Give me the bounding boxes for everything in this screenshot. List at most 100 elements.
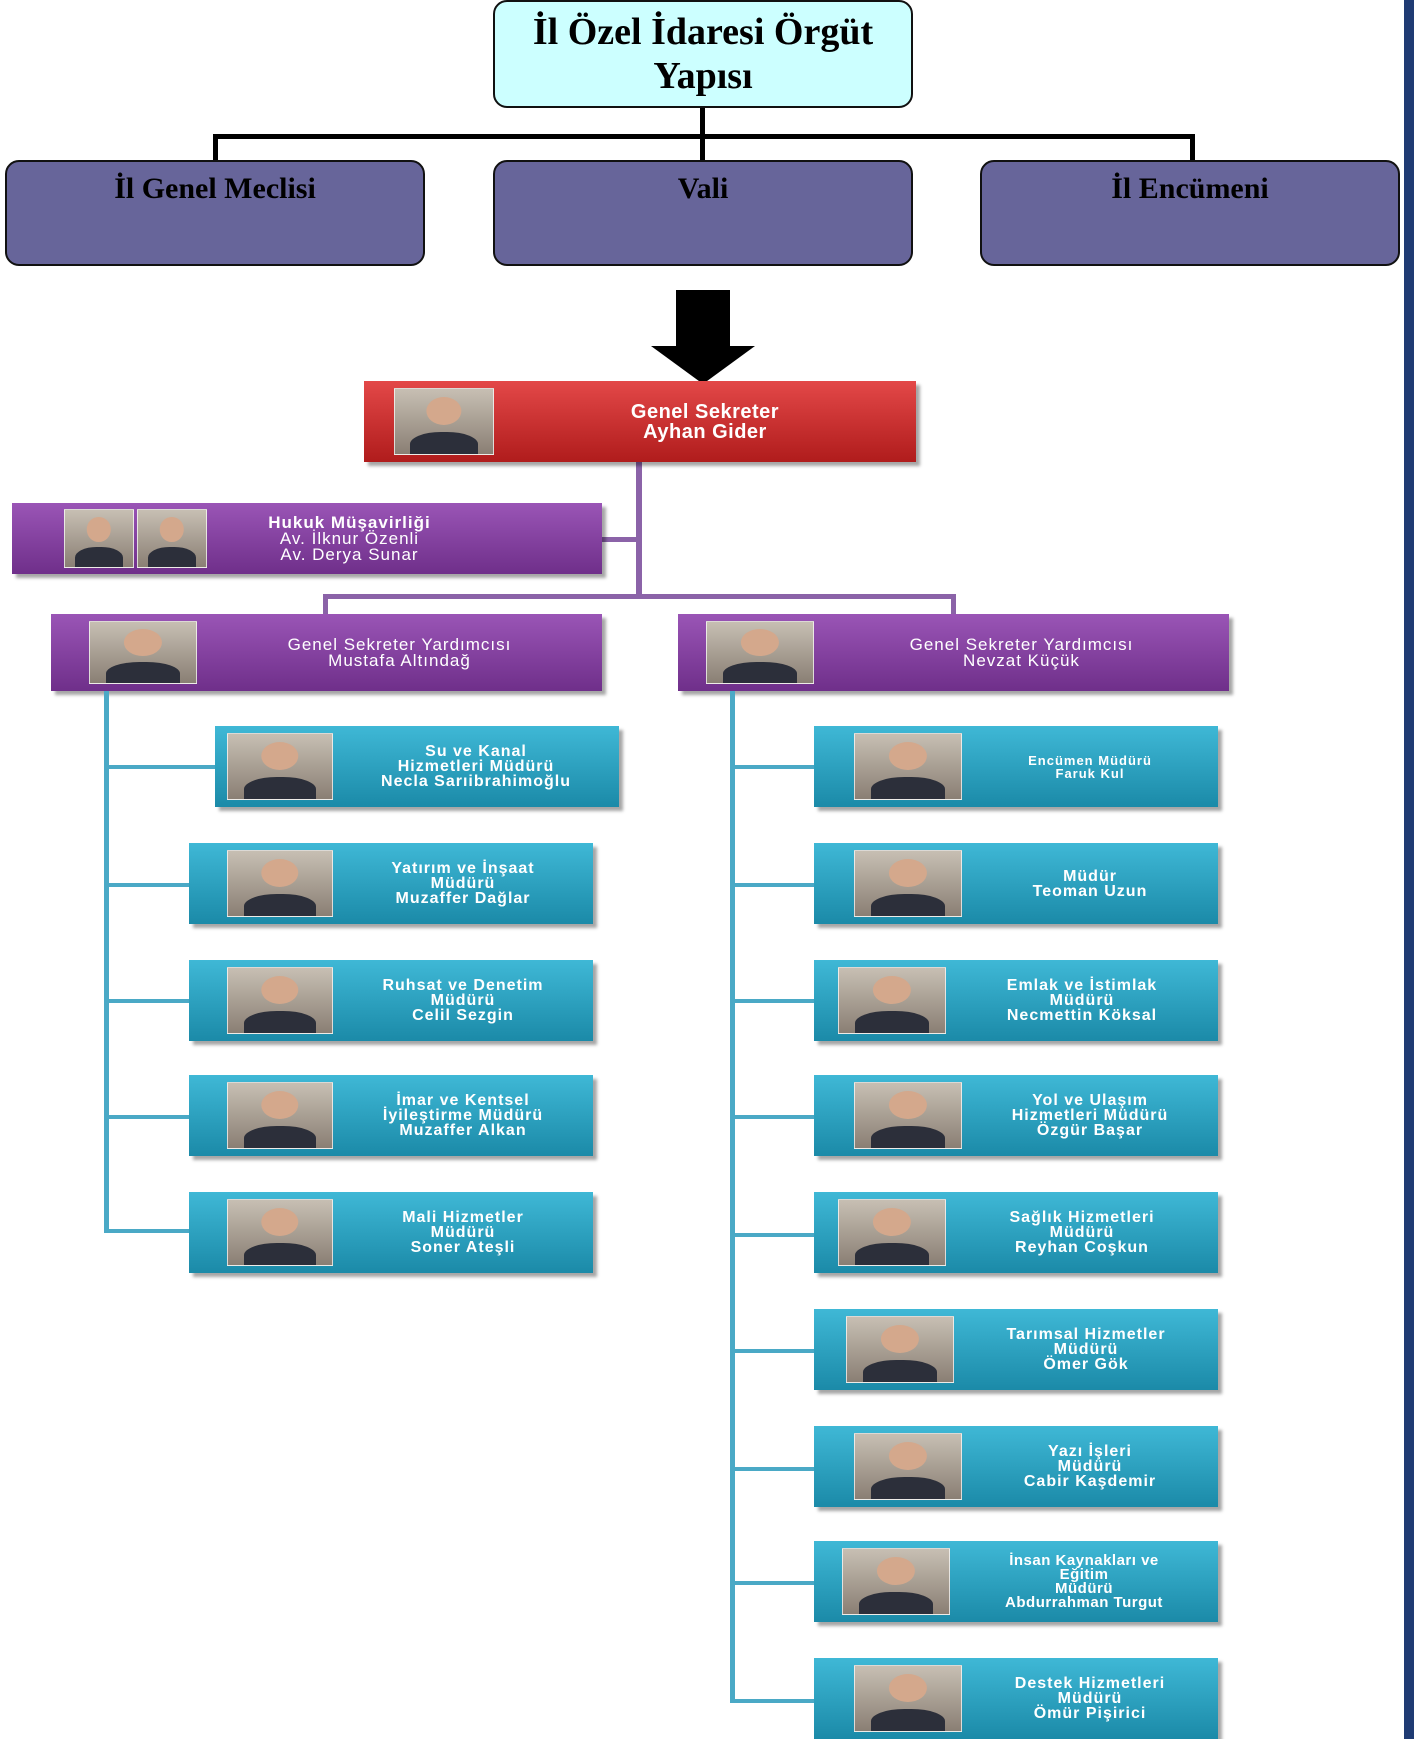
director-name: Reyhan Coşkun (1015, 1239, 1149, 1256)
director-name: Muzaffer Dağlar (395, 890, 531, 907)
chart-title-box: İl Özel İdaresi Örgüt Yapısı (493, 0, 913, 108)
avatar (227, 967, 333, 1034)
unit-label: İl Genel Meclisi (114, 172, 316, 205)
director-card: Destek Hizmetleri Müdürü Ömür Pişirici (814, 1658, 1218, 1739)
right-branch-stub-1 (730, 765, 814, 769)
right-branch-stub-2 (730, 883, 814, 887)
avatar (854, 1665, 962, 1732)
director-line: Hizmetleri Müdürü (1011, 1107, 1169, 1124)
director-line: Müdür (1063, 867, 1117, 885)
director-line: İmar ve Kentsel (396, 1092, 530, 1109)
director-line: Hizmetleri Müdürü (397, 758, 555, 775)
unit-label: Vali (677, 172, 729, 205)
left-branch-stub-2 (104, 883, 189, 887)
director-name: Necmettin Köksal (1006, 1007, 1158, 1024)
left-deputy-card: Genel Sekreter Yardımcısı Mustafa Altınd… (51, 614, 602, 691)
avatar (394, 388, 494, 455)
director-card: Yatırım ve İnşaat Müdürü Muzaffer Dağlar (189, 843, 593, 924)
chart-title-line2: Yapısı (653, 55, 753, 97)
secretary-trunk-line (636, 462, 642, 598)
genel-sekreter-card: Genel Sekreter Ayhan Gider (364, 381, 916, 462)
avatar (227, 1082, 333, 1149)
avatar (89, 620, 197, 685)
director-card: Su ve Kanal Hizmetleri Müdürü Necla Sarı… (215, 726, 619, 807)
page-border-right (1404, 0, 1414, 1739)
director-name: Faruk Kul (1055, 765, 1125, 781)
director-line: Müdürü (430, 992, 496, 1009)
director-name: Özgür Başar (1036, 1122, 1144, 1139)
director-line: Sağlık Hizmetleri (1009, 1209, 1155, 1226)
director-card: Müdür Teoman Uzun (814, 843, 1218, 924)
avatar (64, 509, 134, 568)
left-deputy-drop-line (323, 594, 328, 614)
director-line: Müdürü (430, 1224, 496, 1241)
avatar (706, 620, 814, 685)
director-line: Yatırım ve İnşaat (391, 860, 535, 877)
right-branch-stub-4 (730, 1115, 814, 1119)
director-card: Yazı İşleri Müdürü Cabir Kaşdemir (814, 1426, 1218, 1507)
top-connector-right-drop (1190, 134, 1195, 160)
right-branch-stub-8 (730, 1581, 814, 1585)
director-line: Müdürü (1049, 1224, 1115, 1241)
avatar (842, 1548, 950, 1615)
director-card: Ruhsat ve Denetim Müdürü Celil Sezgin (189, 960, 593, 1041)
director-line: İnsan Kaynakları ve (1009, 1551, 1159, 1569)
director-name: Muzaffer Alkan (399, 1122, 527, 1139)
avatar (846, 1316, 954, 1383)
avatar (838, 1199, 946, 1266)
avatar (227, 1199, 333, 1266)
director-line: Müdürü (430, 875, 496, 892)
unit-label: İl Encümeni (1111, 172, 1269, 205)
card-title: Genel Sekreter Yardımcısı (287, 634, 512, 654)
avatar (854, 1433, 962, 1500)
avatar (227, 733, 333, 800)
director-line: Emlak ve İstimlak (1006, 977, 1158, 994)
avatar (854, 850, 962, 917)
card-name: Ayhan Gider (643, 420, 767, 443)
left-branch-stub-4 (104, 1115, 189, 1119)
avatar (854, 733, 962, 800)
director-name: Ömür Pişirici (1033, 1705, 1147, 1722)
director-card: Yol ve Ulaşım Hizmetleri Müdürü Özgür Ba… (814, 1075, 1218, 1156)
right-branch-stub-3 (730, 999, 814, 1003)
director-name: Celil Sezgin (412, 1007, 514, 1024)
down-arrow-shaft (676, 290, 730, 346)
top-connector-horizontal (213, 134, 1195, 139)
right-deputy-drop-line (951, 594, 956, 614)
director-name: Soner Ateşli (410, 1239, 516, 1256)
director-card: Mali Hizmetler Müdürü Soner Ateşli (189, 1192, 593, 1273)
right-branch-vertical (730, 691, 735, 1703)
director-name: Cabir Kaşdemir (1023, 1473, 1157, 1490)
director-line: Mali Hizmetler (402, 1209, 524, 1226)
card-name: Nevzat Küçük (963, 650, 1080, 670)
left-branch-vertical (104, 691, 109, 1233)
director-line: Müdürü (1055, 1579, 1113, 1597)
director-line: Müdürü (1057, 1690, 1123, 1707)
right-branch-stub-5 (730, 1233, 814, 1237)
unit-il-genel-meclisi: İl Genel Meclisi (5, 160, 425, 266)
director-card: İmar ve Kentsel İyileştirme Müdürü Muzaf… (189, 1075, 593, 1156)
avatar (137, 509, 207, 568)
director-name: Abdurrahman Turgut (1005, 1593, 1163, 1611)
director-line: Destek Hizmetleri (1014, 1675, 1166, 1692)
right-branch-stub-7 (730, 1467, 814, 1471)
director-card: İnsan Kaynakları ve Eğitim Müdürü Abdurr… (814, 1541, 1218, 1622)
hukuk-musavirligi-card: Hukuk Müşavirliği Av. İlknur Özenli Av. … (12, 503, 602, 574)
director-line: Eğitim (1059, 1565, 1109, 1583)
avatar (227, 850, 333, 917)
director-line: Yol ve Ulaşım (1032, 1092, 1148, 1109)
left-branch-stub-3 (104, 999, 189, 1003)
director-line: İyileştirme Müdürü (382, 1107, 544, 1124)
top-connector-left-drop (213, 134, 218, 160)
unit-il-encumeni: İl Encümeni (980, 160, 1400, 266)
unit-vali: Vali (493, 160, 913, 266)
deputies-horizontal-line (323, 594, 956, 599)
director-name: Teoman Uzun (1032, 882, 1148, 900)
card-title: Hukuk Müşavirliği (268, 512, 431, 532)
avatar (838, 967, 946, 1034)
card-title: Genel Sekreter Yardımcısı (909, 634, 1134, 654)
left-branch-stub-1 (104, 765, 215, 769)
down-arrow-icon (651, 346, 755, 384)
legal-branch-line (602, 537, 640, 542)
director-line: Su ve Kanal (425, 743, 527, 760)
